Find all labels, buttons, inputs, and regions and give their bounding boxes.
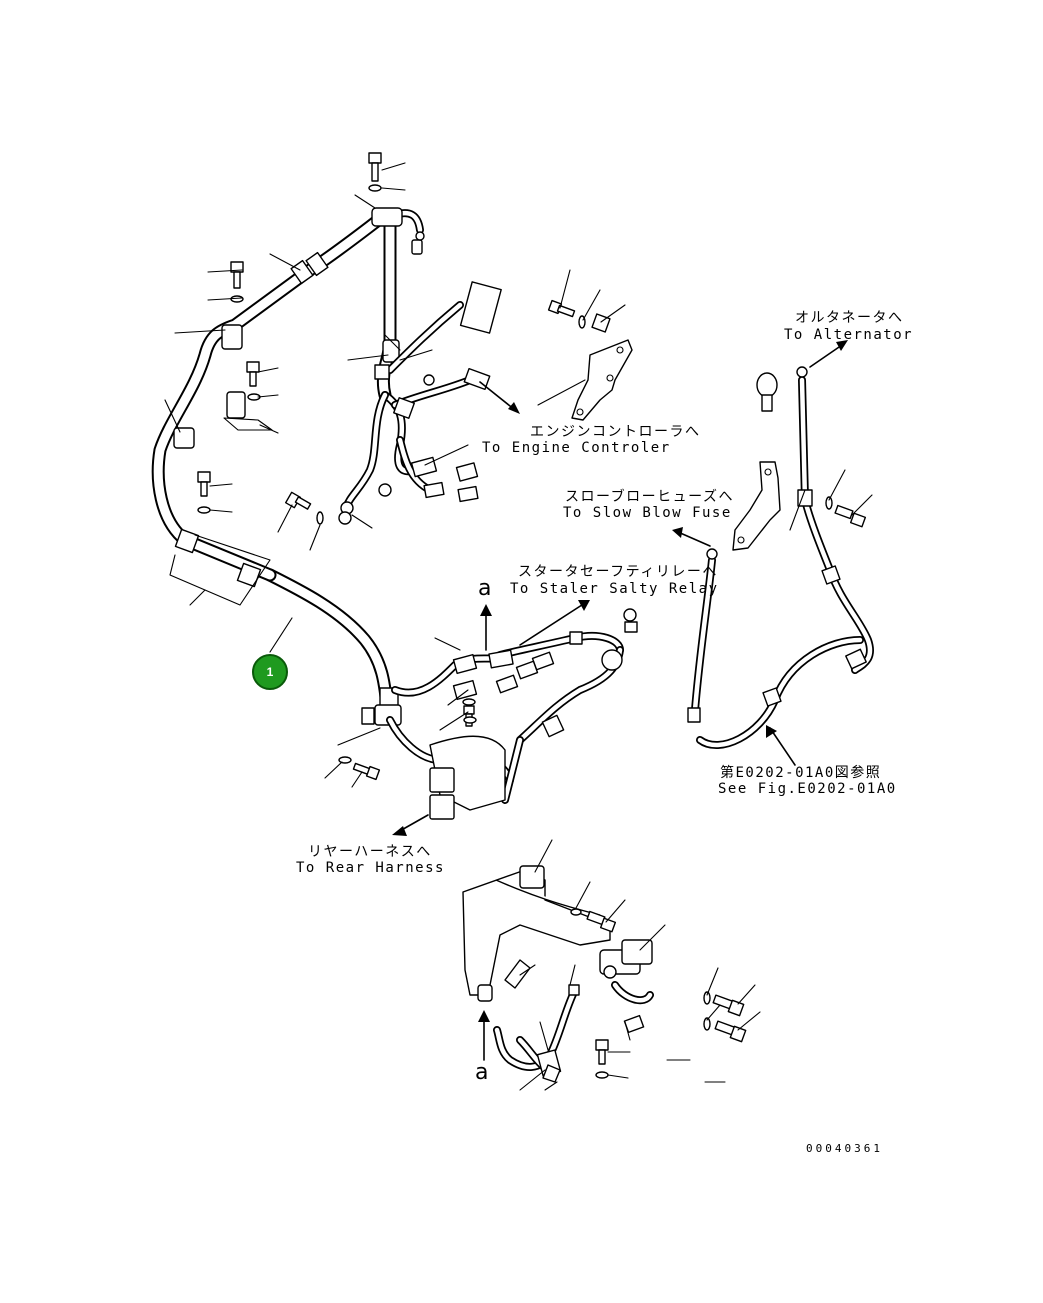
engine-controller-branch xyxy=(338,231,502,525)
starter-relay-branch xyxy=(361,608,638,820)
rear-harness-label-jp: リヤーハーネスへ xyxy=(308,844,432,860)
see-fig-label-en: See Fig.E0202-01A0 xyxy=(718,781,897,797)
main-harness xyxy=(151,208,424,722)
section-marker-a-bottom: a xyxy=(475,1060,489,1085)
drawing-number: 00040361 xyxy=(806,1142,883,1155)
bolts-upper-left xyxy=(197,152,477,781)
alternator-label-jp: オルタネータへ xyxy=(795,310,904,326)
starter-relay-label-jp: スタータセーフティリレーへ xyxy=(518,564,718,580)
alternator-label-en: To Alternator xyxy=(784,327,914,343)
section-marker-a-top: a xyxy=(478,576,492,601)
section-arrow-bottom xyxy=(478,1010,490,1061)
slow-blow-fuse-label-jp: スローブローヒューズへ xyxy=(565,489,734,505)
engine-controller-label-en: To Engine Controler xyxy=(482,440,671,456)
section-arrow-top xyxy=(480,604,492,651)
leader-lines xyxy=(164,162,873,1091)
see-fig-label-jp: 第E0202-01A0図参照 xyxy=(720,765,882,781)
lower-bracket-assembly xyxy=(462,865,747,1083)
rear-harness-label-en: To Rear Harness xyxy=(296,860,445,876)
alternator-cable xyxy=(687,366,874,749)
starter-relay-label-en: To Staler Salty Relay xyxy=(510,581,719,597)
callout-arrows xyxy=(392,340,848,836)
bracket-top-middle xyxy=(547,299,633,421)
engine-controller-label-jp: エンジンコントローラへ xyxy=(530,424,701,440)
part-number-badge[interactable]: 1 xyxy=(252,654,288,690)
slow-blow-fuse-label-en: To Slow Blow Fuse xyxy=(563,505,732,521)
